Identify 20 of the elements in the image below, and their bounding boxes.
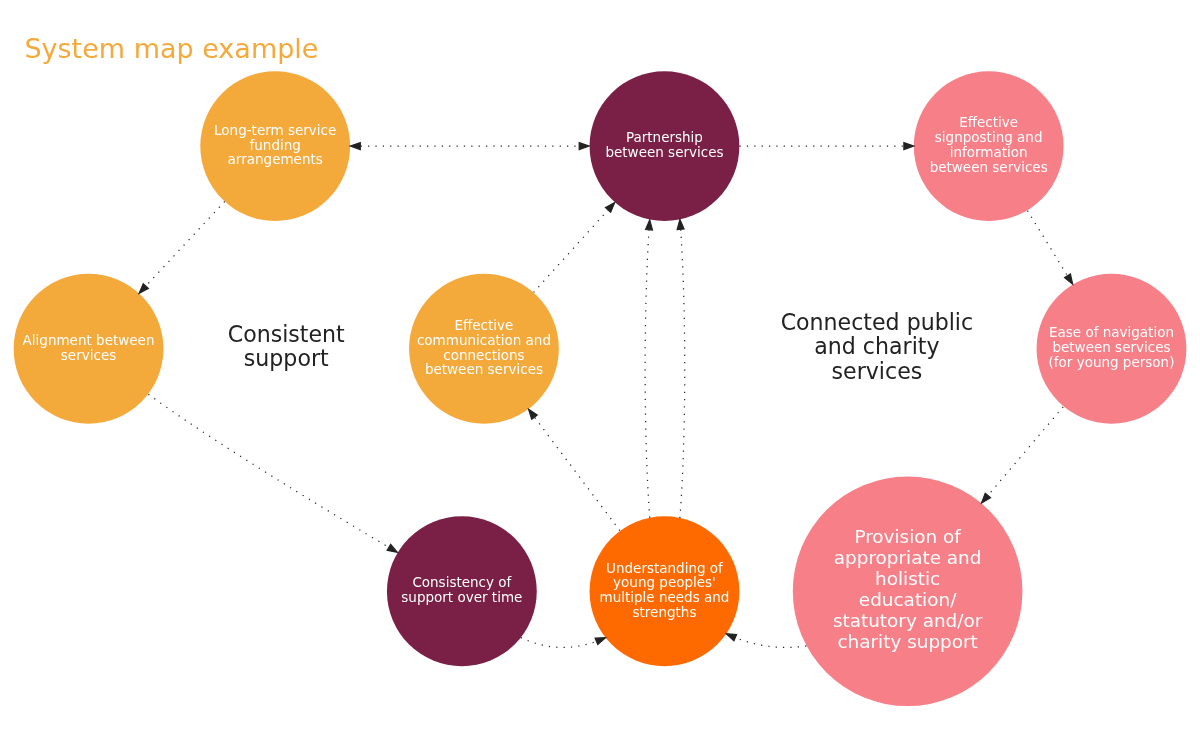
arrow bbox=[980, 405, 1064, 504]
arrow bbox=[348, 141, 591, 150]
arrow bbox=[520, 636, 608, 648]
arrow bbox=[1026, 209, 1074, 286]
node-circle: Effective signposting and information between services bbox=[913, 70, 1064, 221]
label: Consistent support bbox=[227, 320, 345, 371]
node-circle: Long-term service funding arrangements bbox=[200, 70, 351, 221]
node-circle: Provision of appropriate and holistic education/ statutory and/or charity support bbox=[792, 475, 1023, 706]
node-circle: Partnership between services bbox=[589, 70, 740, 221]
arrow bbox=[724, 632, 807, 648]
label: Connected public and charity services bbox=[780, 308, 974, 384]
arrow bbox=[137, 200, 226, 295]
arrow bbox=[644, 217, 654, 518]
arrow bbox=[676, 217, 686, 519]
arrow bbox=[147, 393, 399, 553]
node-circle: Alignment between services bbox=[13, 273, 164, 424]
arrow bbox=[527, 407, 621, 531]
diagram-title: System map example bbox=[24, 32, 319, 64]
arrow bbox=[738, 141, 916, 150]
node-circle: Effective communication and connections between services bbox=[409, 273, 559, 424]
